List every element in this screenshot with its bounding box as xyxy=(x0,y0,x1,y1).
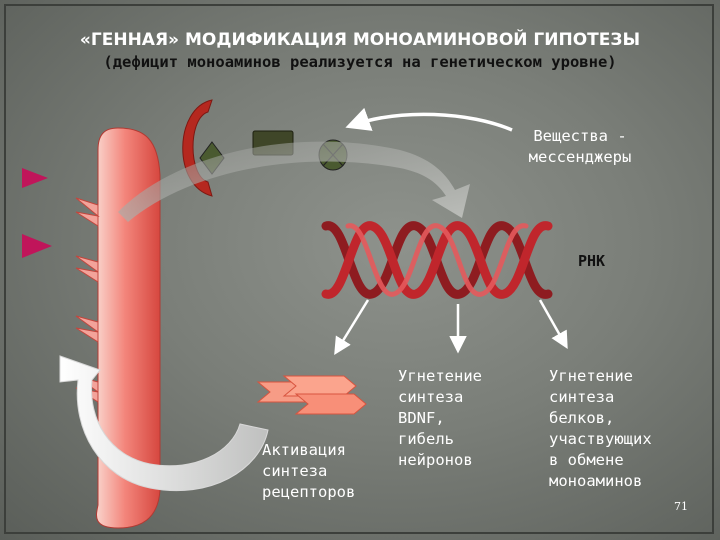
rna-label: РНК xyxy=(578,252,606,270)
membrane-receptor-stub xyxy=(75,315,99,343)
curved-arrow-to-rna xyxy=(118,141,470,222)
receptors-label: Активация синтеза рецепторов xyxy=(262,441,356,501)
proteins-label: Угнетение синтеза белков, участвующих в … xyxy=(549,367,652,490)
bdnf-label: Угнетение синтеза BDNF, гибель нейронов xyxy=(398,367,482,469)
slide-frame xyxy=(4,4,714,534)
messenger-arrow xyxy=(345,107,513,132)
arrow-to-receptors xyxy=(334,299,370,355)
slide-number: 71 xyxy=(674,500,688,513)
receptor-marker-icon xyxy=(22,234,52,258)
slide-subtitle: (дефицит моноаминов реализуется на генет… xyxy=(103,53,617,71)
messengers-label: Вещества - мессенджеры xyxy=(528,127,632,166)
receptor-marker-icon xyxy=(22,168,48,188)
membrane-receptor-stub xyxy=(75,197,100,227)
rna-helix-icon xyxy=(321,221,553,299)
slide-title: «ГЕННАЯ» МОДИФИКАЦИЯ МОНОАМИНОВОЙ ГИПОТЕ… xyxy=(79,30,641,50)
return-arrow-to-membrane xyxy=(59,355,269,492)
chevron-stack-icon xyxy=(256,375,367,415)
cell-membrane xyxy=(75,127,161,529)
arrow-to-proteins xyxy=(538,299,568,350)
membrane-receptor-stub xyxy=(75,255,99,283)
